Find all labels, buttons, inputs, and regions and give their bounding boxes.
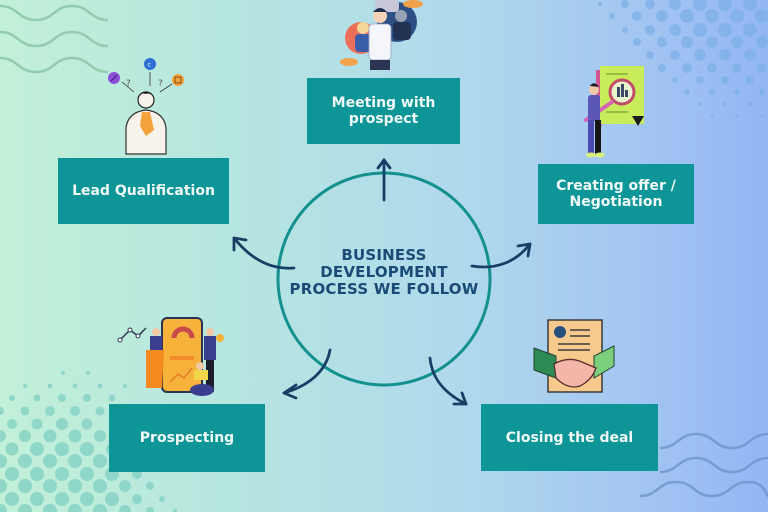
svg-text:?: ? <box>126 79 131 89</box>
wave-lines-bottom-right-icon <box>639 432 768 498</box>
step-label: Lead Qualification <box>72 183 215 199</box>
step-label: prospect <box>348 111 419 127</box>
center-title: BUSINESS DEVELOPMENT PROCESS WE FOLLOW <box>282 247 486 298</box>
step-box-offer: Creating offer / Negotiation <box>538 164 694 224</box>
dot-pattern-top-right-icon <box>598 0 768 118</box>
center-title-line: DEVELOPMENT <box>320 263 448 281</box>
step-label: Prospecting <box>139 430 235 446</box>
step-box-prospecting: Prospecting <box>109 404 265 472</box>
center-title-line: BUSINESS <box>341 246 427 264</box>
thinking-person-illustration-icon: c ? ? <box>108 58 184 155</box>
handshake-contract-illustration-icon <box>533 319 615 393</box>
arrow-to-prospecting-icon <box>282 348 332 400</box>
step-box-closing: Closing the deal <box>481 404 658 471</box>
arrow-to-closing-icon <box>428 356 468 406</box>
step-label: Meeting with <box>331 95 436 111</box>
step-label: Creating offer / <box>556 178 676 194</box>
svg-text:c: c <box>148 62 151 69</box>
wave-lines-top-left-icon <box>0 4 109 74</box>
phone-analytics-team-illustration-icon <box>117 317 224 396</box>
arrow-to-lead-icon <box>232 236 296 270</box>
people-meeting-illustration-icon <box>340 0 423 70</box>
svg-text:?: ? <box>158 79 163 89</box>
magnifier-chart-document-illustration-icon <box>584 66 644 158</box>
arrow-to-meeting-icon <box>376 158 392 202</box>
arrow-to-offer-icon <box>470 242 532 269</box>
center-title-line: PROCESS WE FOLLOW <box>289 280 479 298</box>
step-box-meeting: Meeting with prospect <box>307 78 460 144</box>
step-box-lead: Lead Qualification <box>58 158 229 224</box>
step-label: Negotiation <box>569 194 663 210</box>
step-label: Closing the deal <box>505 429 634 446</box>
